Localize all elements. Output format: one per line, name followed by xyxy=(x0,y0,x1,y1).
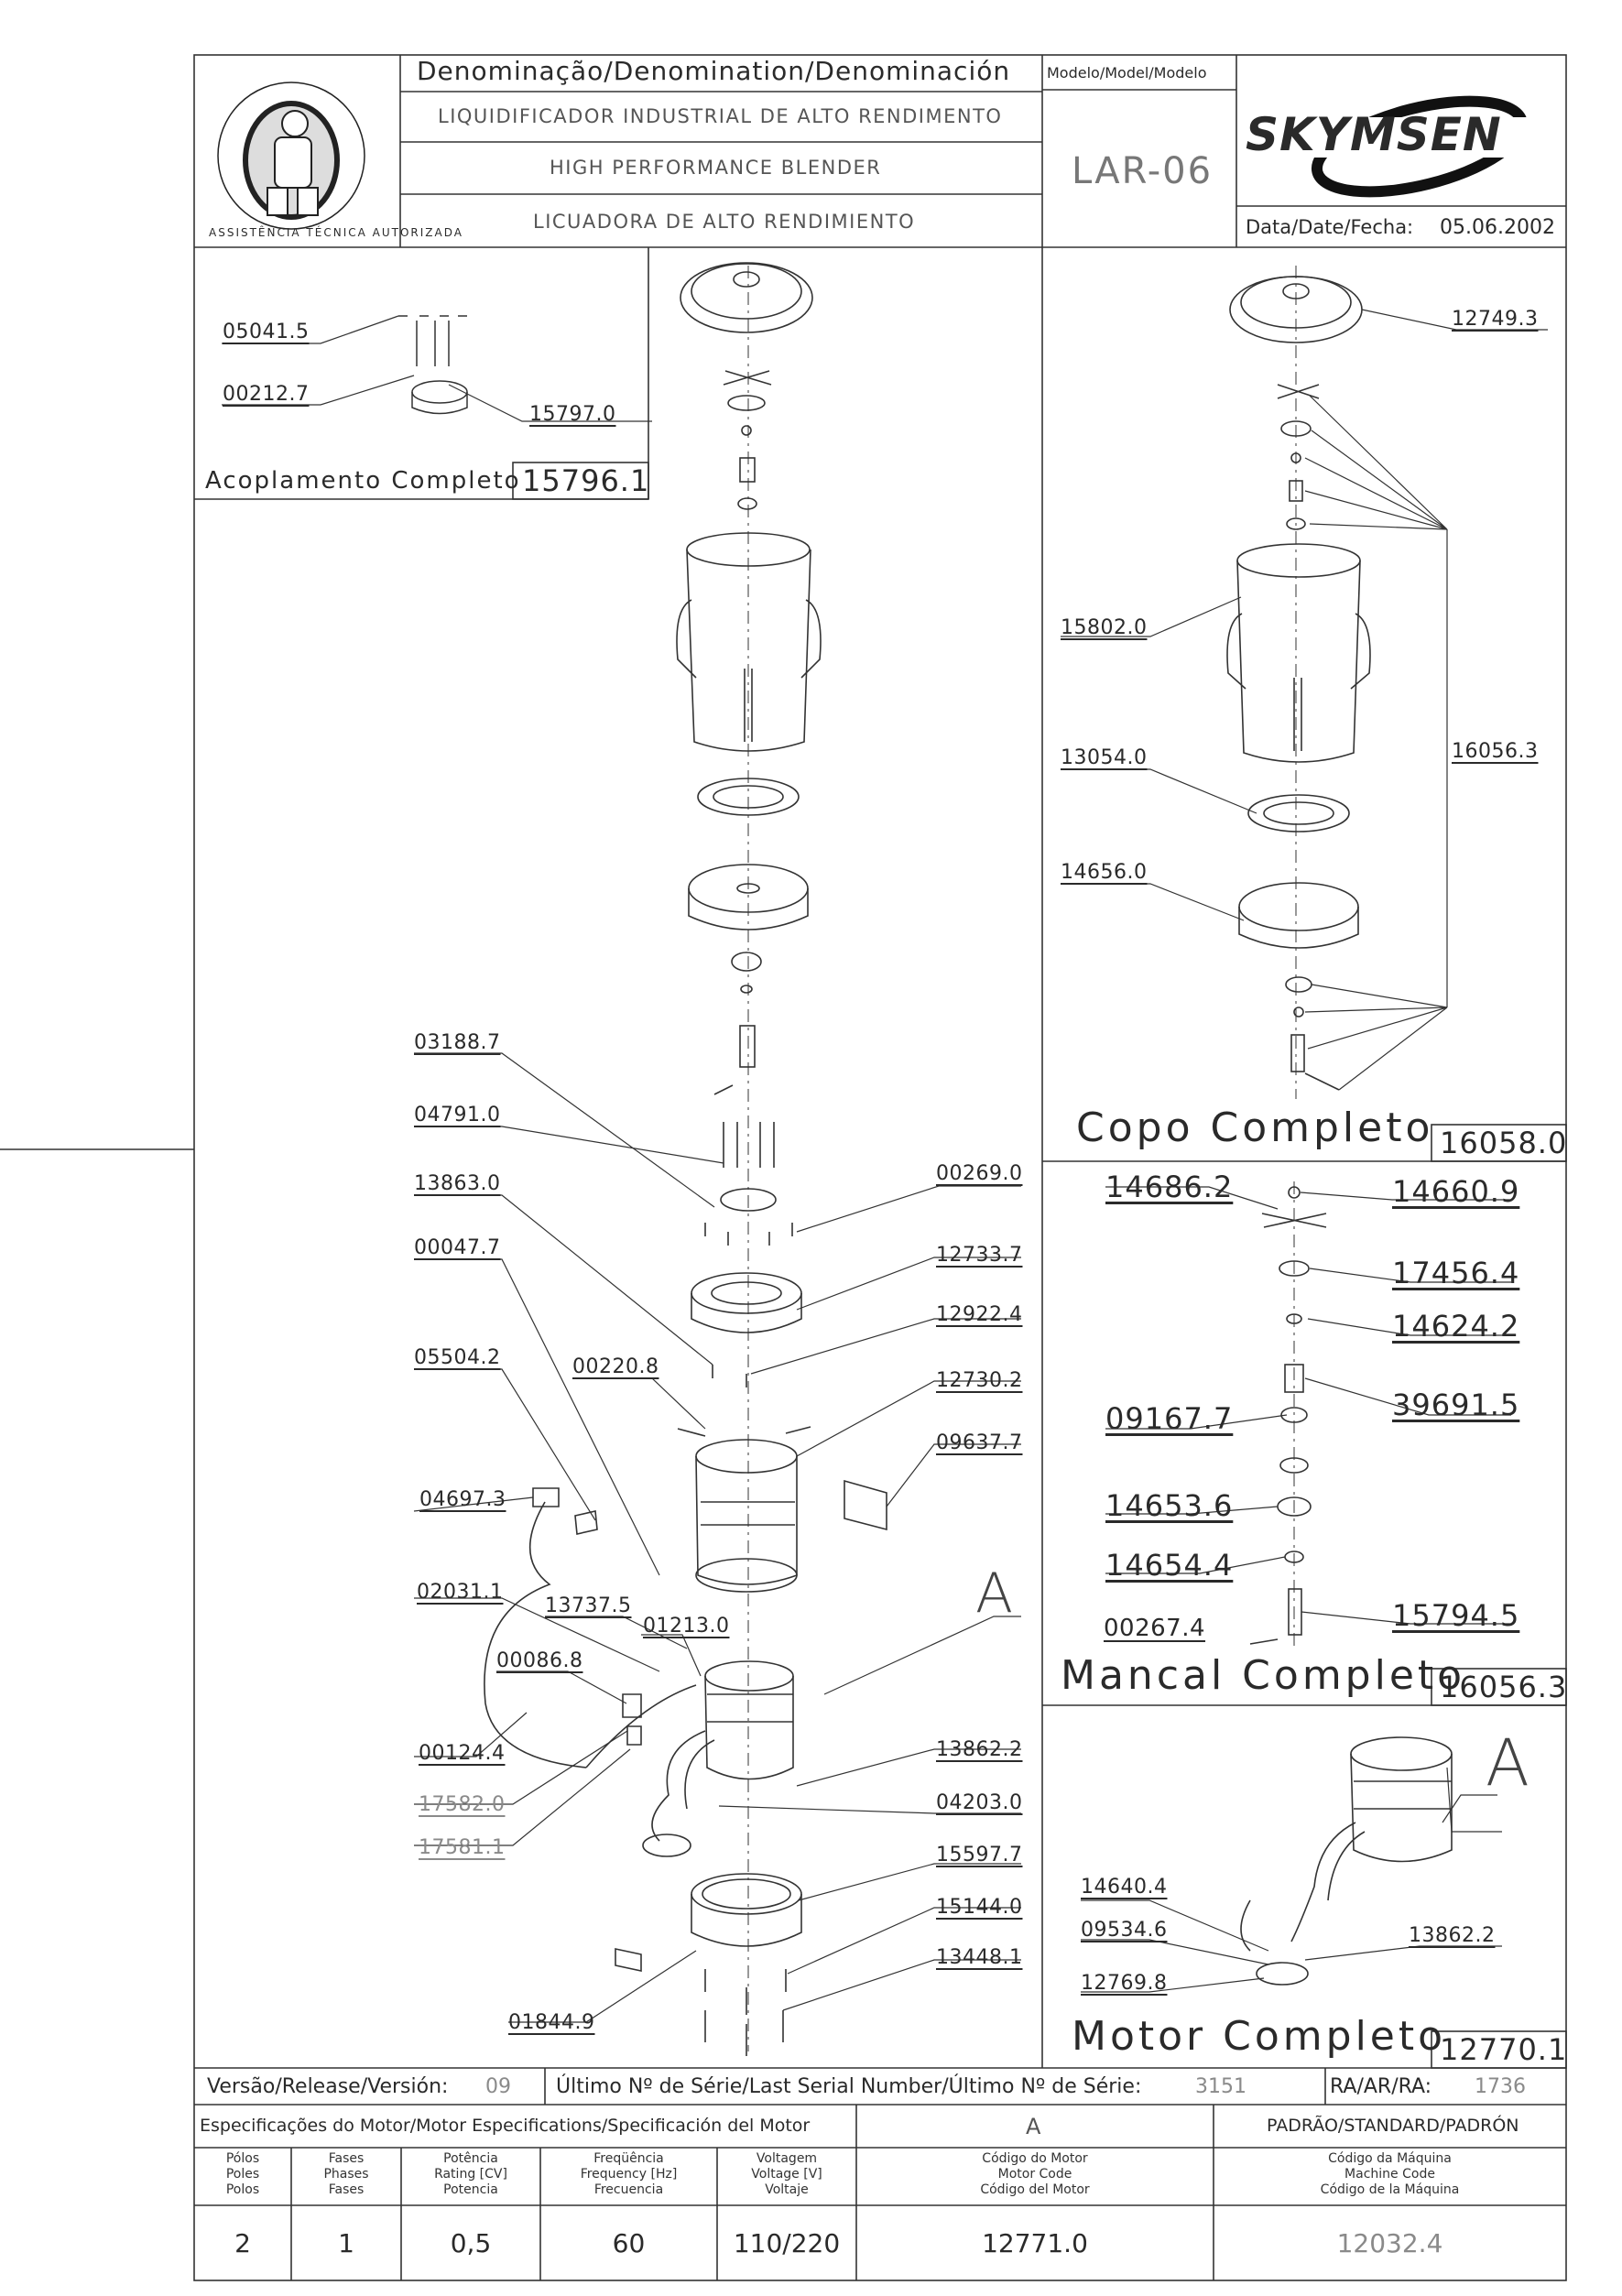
leader-lines xyxy=(222,309,1548,2023)
part-label: 12749.3 xyxy=(1452,308,1539,331)
part-label: 00047.7 xyxy=(414,1236,501,1259)
serial-label: Último Nº de Série/Last Serial Number/Úl… xyxy=(556,2075,1142,2098)
part-label: 14653.6 xyxy=(1105,1488,1234,1523)
version-label: Versão/Release/Versión: xyxy=(207,2075,449,2098)
part-label: 15802.0 xyxy=(1061,616,1148,639)
part-label: 39691.5 xyxy=(1392,1387,1520,1422)
frequency-value: 60 xyxy=(612,2228,646,2258)
badge-text: ASSISTÊNCIA TÉCNICA AUTORIZADA xyxy=(209,226,463,239)
part-label: 17582.0 xyxy=(419,1793,506,1816)
serial-value: 3151 xyxy=(1195,2075,1246,2098)
motor-column-letter: A xyxy=(1026,2114,1041,2139)
sheet-frame xyxy=(193,54,1567,2281)
cup-drawing xyxy=(1226,266,1371,1099)
part-label: 12922.4 xyxy=(936,1303,1023,1326)
callout-letter: A xyxy=(1486,1725,1529,1801)
poles-value: 2 xyxy=(234,2228,251,2258)
part-label: 05041.5 xyxy=(223,321,310,343)
part-label: 13862.2 xyxy=(1409,1924,1496,1947)
skymsen-logo xyxy=(1241,95,1557,198)
part-label: 00212.7 xyxy=(223,383,310,406)
part-label: 13863.0 xyxy=(414,1172,501,1195)
product-name-pt: LIQUIDIFICADOR INDUSTRIAL DE ALTO RENDIM… xyxy=(438,105,1003,127)
part-label: 15597.7 xyxy=(936,1844,1023,1866)
part-label: 04697.3 xyxy=(419,1488,506,1511)
cup-title: Copo Completo xyxy=(1076,1104,1434,1151)
main-exploded-assembly xyxy=(484,262,887,2056)
part-label: 13862.2 xyxy=(936,1738,1023,1761)
part-label: 00267.4 xyxy=(1104,1615,1206,1642)
motor-title: Motor Completo xyxy=(1072,2013,1447,2060)
part-label: 15794.5 xyxy=(1392,1598,1520,1633)
part-label: 12730.2 xyxy=(936,1369,1023,1392)
part-label: 02031.1 xyxy=(417,1581,504,1604)
model-value: LAR-06 xyxy=(1072,150,1214,192)
part-label: 00124.4 xyxy=(419,1742,506,1765)
part-label: 14656.0 xyxy=(1061,861,1148,884)
motor-drawing xyxy=(1240,1736,1453,1986)
date-value: 05.06.2002 xyxy=(1440,216,1555,239)
part-label: 13054.0 xyxy=(1061,746,1148,769)
part-label: 14640.4 xyxy=(1081,1876,1168,1899)
model-label: Modelo/Model/Modelo xyxy=(1047,64,1207,82)
power-value: 0,5 xyxy=(450,2228,492,2258)
machine-code-value: 12032.4 xyxy=(1336,2228,1443,2258)
voltage-value: 110/220 xyxy=(733,2228,841,2258)
product-name-en: HIGH PERFORMANCE BLENDER xyxy=(550,157,882,179)
cup-code: 16058.0 xyxy=(1440,1126,1568,1160)
part-label: 09637.7 xyxy=(936,1431,1023,1454)
part-label: 12733.7 xyxy=(936,1244,1023,1267)
version-value: 09 xyxy=(485,2075,511,2098)
motor-code: 12770.1 xyxy=(1440,2032,1568,2067)
part-label: 16056.3 xyxy=(1452,740,1539,763)
date-label: Data/Date/Fecha: xyxy=(1246,216,1414,238)
part-label: 13448.1 xyxy=(936,1946,1023,1969)
part-label: 04791.0 xyxy=(414,1104,501,1126)
ra-value: 1736 xyxy=(1475,2075,1526,2098)
part-label: 09167.7 xyxy=(1105,1401,1234,1436)
part-label: 01844.9 xyxy=(508,2011,595,2034)
part-label: 15797.0 xyxy=(529,403,616,426)
ra-label: RA/AR/RA: xyxy=(1330,2075,1432,2098)
part-label: 15144.0 xyxy=(936,1896,1023,1919)
product-name-es: LICUADORA DE ALTO RENDIMIENTO xyxy=(533,211,916,233)
part-label: 00086.8 xyxy=(496,1649,583,1672)
standard-label: PADRÃO/STANDARD/PADRÓN xyxy=(1267,2116,1519,2136)
motor-code-value: 12771.0 xyxy=(982,2228,1088,2258)
part-label: 13737.5 xyxy=(545,1594,632,1617)
part-label: 14654.4 xyxy=(1105,1548,1234,1583)
part-label: 14660.9 xyxy=(1392,1174,1520,1209)
part-label: 01213.0 xyxy=(643,1615,730,1638)
part-label: 05504.2 xyxy=(414,1346,501,1369)
part-label: 17456.4 xyxy=(1392,1256,1520,1290)
part-label: 00269.0 xyxy=(936,1162,1023,1185)
bearing-code: 16056.3 xyxy=(1440,1670,1568,1704)
bearing-title: Mancal Completo xyxy=(1061,1652,1466,1699)
part-label: 14624.2 xyxy=(1392,1309,1520,1344)
brand-name: SKYMSEN xyxy=(1246,108,1502,161)
phases-value: 1 xyxy=(338,2228,354,2258)
callout-letter: A xyxy=(975,1561,1014,1626)
denomination-label: Denominação/Denomination/Denominación xyxy=(417,56,1011,86)
coupling-code: 15796.1 xyxy=(522,463,650,498)
assistance-badge-logo xyxy=(217,82,365,230)
part-label: 12769.8 xyxy=(1081,1972,1168,1995)
part-label: 00220.8 xyxy=(572,1355,659,1378)
part-label: 04203.0 xyxy=(936,1791,1023,1814)
part-label: 17581.1 xyxy=(419,1836,506,1859)
part-label: 03188.7 xyxy=(414,1031,501,1054)
coupling-drawing xyxy=(398,315,468,415)
part-label: 09534.6 xyxy=(1081,1919,1168,1942)
coupling-title: Acoplamento Completo xyxy=(205,467,521,495)
motor-specs-label: Especificações do Motor/Motor Especifica… xyxy=(200,2116,811,2136)
part-label: 14686.2 xyxy=(1105,1170,1234,1204)
